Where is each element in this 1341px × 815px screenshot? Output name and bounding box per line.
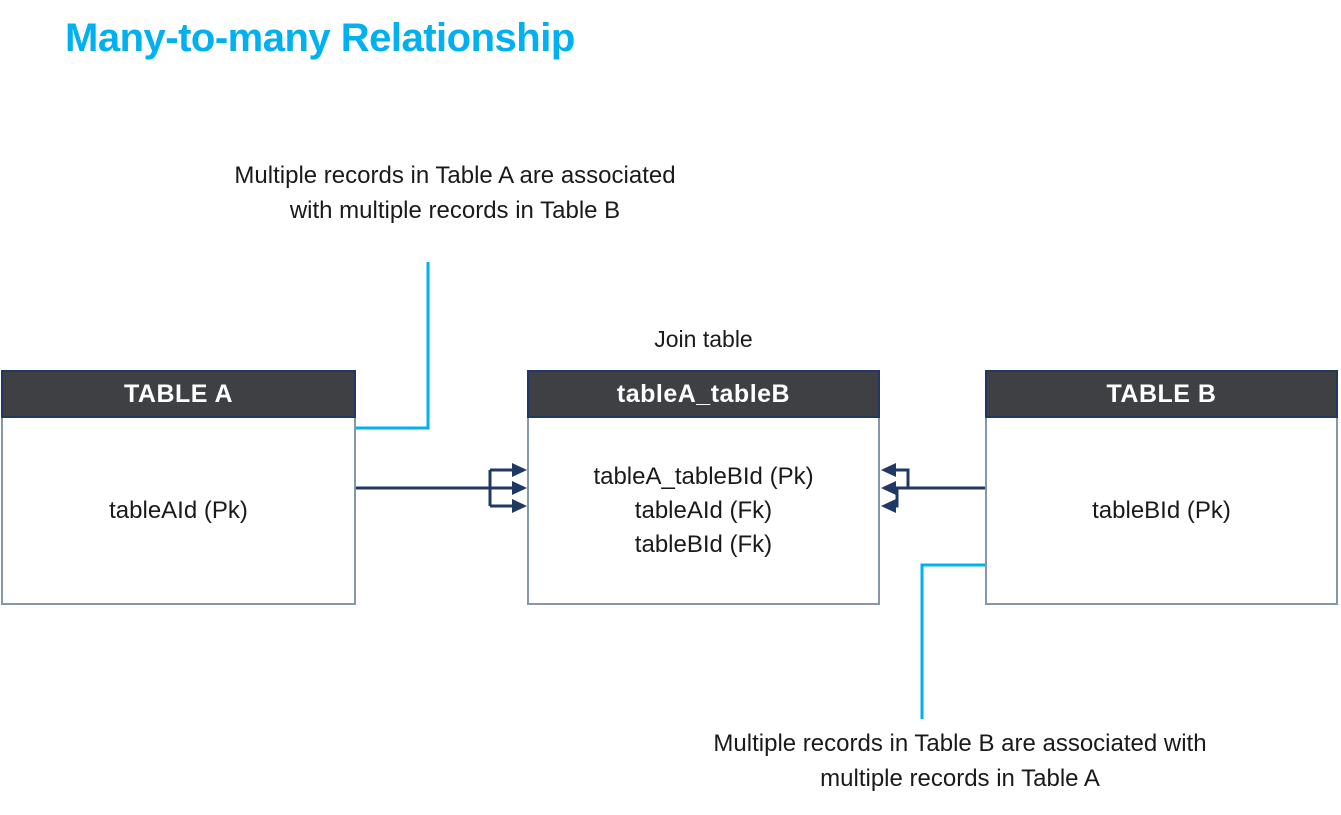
- join-table-label: Join table: [654, 326, 753, 352]
- entity-table-join: tableA_tableB tableA_tableBId (Pk) table…: [527, 370, 880, 605]
- arrowhead-right-top: [881, 463, 896, 477]
- arrowhead-right-bottom: [881, 499, 896, 513]
- annotation-table-a: Multiple records in Table A are associat…: [155, 158, 755, 228]
- join-field-fk-b: tableBId (Fk): [634, 530, 773, 558]
- annotation-table-b-line-1: Multiple records in Table B are associat…: [713, 730, 1207, 757]
- entity-table-b: TABLE B tableBId (Pk): [985, 370, 1338, 605]
- entity-table-a: TABLE A tableAId (Pk): [1, 370, 356, 605]
- connector-table-b-to-join: [881, 463, 985, 513]
- leader-line-annotation-to-table-a: [356, 262, 430, 430]
- join-table-body: tableA_tableBId (Pk) tableAId (Fk) table…: [527, 418, 880, 605]
- table-b-field-pk: tableBId (Pk): [1092, 496, 1231, 524]
- join-table-header: tableA_tableB: [527, 370, 880, 418]
- annotation-table-b-line-2: multiple records in Table A: [820, 765, 1100, 792]
- table-a-field-pk: tableAId (Pk): [109, 496, 248, 524]
- arrowhead-left-top: [512, 463, 527, 477]
- table-b-header: TABLE B: [985, 370, 1338, 418]
- arrowhead-left-middle: [512, 481, 527, 495]
- table-b-body: tableBId (Pk): [985, 418, 1338, 605]
- arrowhead-right-middle: [881, 481, 896, 495]
- join-field-fk-a: tableAId (Fk): [634, 496, 773, 524]
- page-title: Many-to-many Relationship: [65, 16, 575, 60]
- connector-table-a-to-join: [356, 463, 527, 513]
- annotation-table-a-line-1: Multiple records in Table A are associat…: [234, 162, 676, 189]
- join-field-pk: tableA_tableBId (Pk): [593, 462, 814, 490]
- leader-line-table-b-to-annotation: [920, 563, 985, 719]
- annotation-table-a-line-2: with multiple records in Table B: [289, 197, 621, 224]
- table-a-header: TABLE A: [1, 370, 356, 418]
- annotation-table-b: Multiple records in Table B are associat…: [640, 726, 1280, 796]
- table-a-body: tableAId (Pk): [1, 418, 356, 605]
- arrowhead-left-bottom: [512, 499, 527, 513]
